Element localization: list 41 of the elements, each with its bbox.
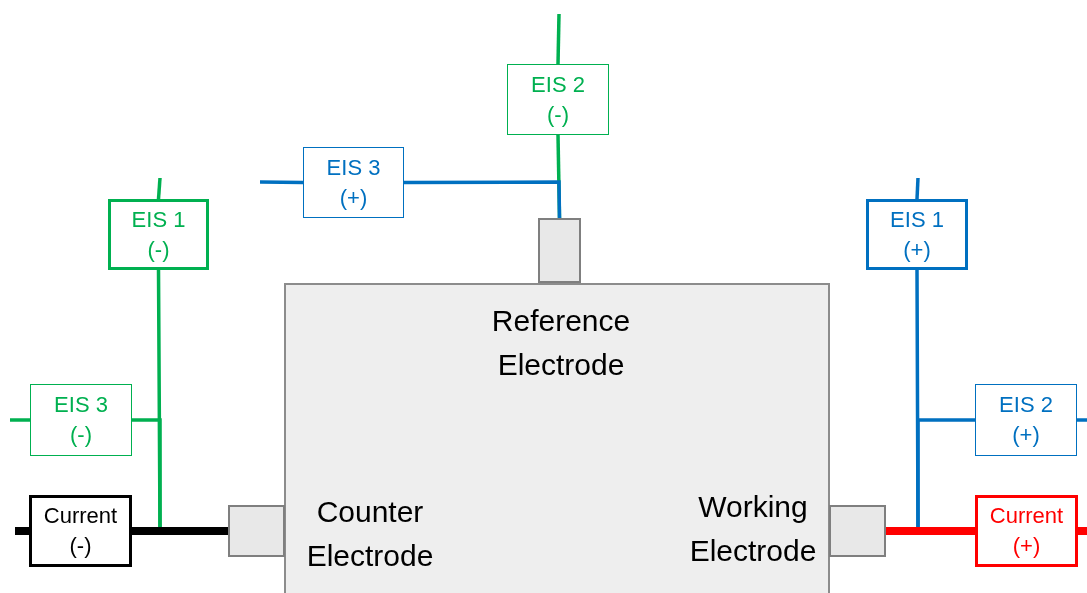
signal-name: EIS 1 [890,205,944,234]
polarity-label: (+) [339,183,368,212]
signal-box [108,199,209,270]
connector-line [404,180,562,219]
polarity-label: (+) [1012,532,1041,560]
signal-name: Current [989,502,1064,530]
signal-box [303,147,404,218]
connector-line [1077,418,1087,422]
signal-name: EIS 3 [326,153,381,182]
electrode-terminal [228,505,285,557]
signal-name: Current [43,502,118,530]
connector-line [132,527,228,535]
polarity-label: (+) [903,235,931,264]
signal-name: EIS 1 [131,205,186,234]
signal-box [29,495,132,567]
electrode-label: Working Electrode [678,485,828,575]
signal-name: EIS 3 [54,391,108,419]
electrode-label: Counter Electrode [300,490,440,580]
connector-line [915,177,920,200]
signal-box [975,384,1077,456]
signal-box [507,64,609,135]
signal-box [30,384,132,456]
polarity-label: (-) [547,100,569,129]
electrode-terminal [538,218,581,283]
cell-box [284,283,830,593]
electrode-label: Reference Electrode [461,299,661,389]
connector-line [156,177,162,200]
polarity-label: (-) [70,421,92,449]
signal-name: EIS 2 [531,70,585,99]
connector-line [260,180,303,185]
electrode-terminal [829,505,886,557]
polarity-label: (-) [147,235,170,264]
polarity-label: (+) [1012,421,1040,449]
connector-line [10,418,30,422]
signal-box [866,199,968,270]
connector-line [886,527,975,535]
signal-name: EIS 2 [999,391,1053,419]
polarity-label: (-) [69,532,92,560]
connector-line [1078,527,1087,535]
connector-line [556,13,561,65]
signal-box [975,495,1078,567]
